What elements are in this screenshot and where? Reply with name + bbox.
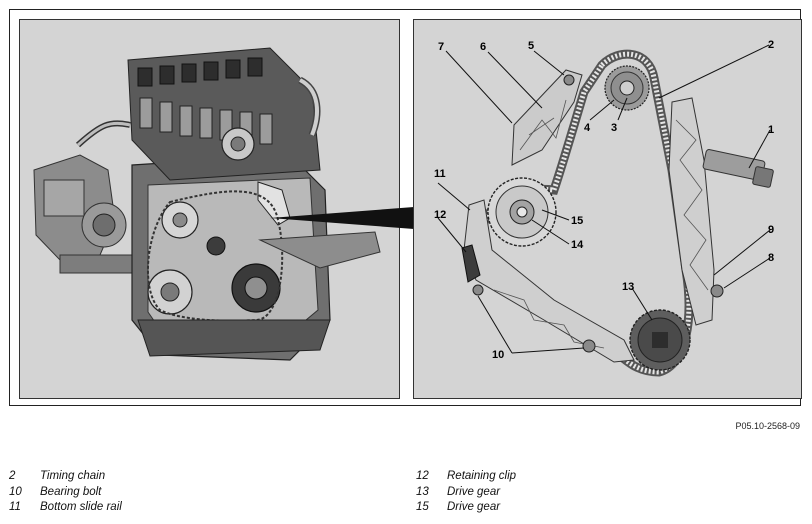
bearing-bolt-top bbox=[563, 74, 575, 86]
callout-1: 1 bbox=[768, 124, 774, 136]
callout-10: 10 bbox=[492, 349, 504, 361]
callout-3: 3 bbox=[611, 122, 617, 134]
callout-15: 15 bbox=[571, 215, 583, 227]
callout-numbers: 7 6 5 4 3 2 1 9 8 11 12 15 14 13 10 bbox=[434, 39, 774, 361]
timing-chain-detail-panel: 7 6 5 4 3 2 1 9 8 11 12 15 14 13 10 bbox=[413, 19, 802, 399]
callout-13: 13 bbox=[622, 281, 634, 293]
engine-overview-panel bbox=[19, 19, 400, 399]
bearing-bolt-bottom bbox=[582, 339, 596, 353]
callout-4: 4 bbox=[584, 122, 591, 134]
bearing-bolt-right bbox=[710, 284, 724, 298]
engine-illustration bbox=[33, 47, 381, 361]
tensioner-rail bbox=[668, 97, 715, 326]
upper-slide-rail bbox=[511, 69, 583, 166]
camshaft-sprocket bbox=[604, 65, 650, 111]
callout-8: 8 bbox=[768, 252, 774, 264]
drive-gear-upper bbox=[487, 177, 557, 247]
leader-lines bbox=[437, 44, 771, 354]
callout-2: 2 bbox=[768, 39, 774, 51]
retaining-clip bbox=[461, 244, 481, 283]
callout-6: 6 bbox=[480, 41, 486, 53]
drive-gear-lower bbox=[629, 309, 691, 371]
callout-9: 9 bbox=[768, 224, 774, 236]
bearing-bolt-left bbox=[472, 284, 484, 296]
callout-5: 5 bbox=[528, 40, 534, 52]
callout-12: 12 bbox=[434, 209, 446, 221]
chain-tensioner bbox=[702, 149, 774, 188]
callout-14: 14 bbox=[571, 239, 584, 251]
engine-block bbox=[127, 47, 381, 361]
callout-7: 7 bbox=[438, 41, 444, 53]
callout-11: 11 bbox=[434, 168, 446, 180]
reference-code: P05.10-2568-09 bbox=[735, 421, 800, 431]
timing-chain-diagram: 7 6 5 4 3 2 1 9 8 11 12 15 14 13 10 bbox=[434, 39, 774, 377]
turbo-assembly bbox=[33, 120, 141, 274]
